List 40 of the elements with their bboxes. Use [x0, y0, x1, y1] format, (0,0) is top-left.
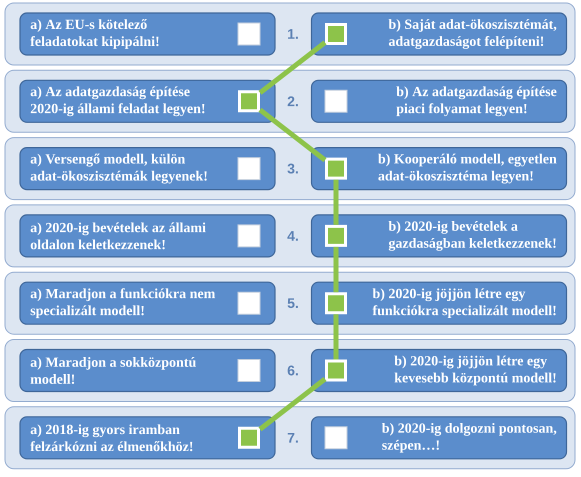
- option-box: a) Az adatgazdaság építése 2020-ig állami feladat legyen!: [19, 80, 276, 123]
- checked-checkbox: [325, 158, 347, 180]
- connector-line: [334, 314, 338, 360]
- checked-checkbox: [238, 426, 260, 449]
- checkbox: [238, 157, 260, 180]
- connector-line: [334, 180, 338, 225]
- checkbox: [238, 224, 260, 248]
- step-number: 1.: [288, 29, 298, 39]
- checked-checkbox: [325, 23, 347, 45]
- checkbox: [238, 22, 260, 46]
- option-box: b) Az adatgazdaság építése piaci folyamat legyen!: [310, 80, 568, 123]
- step-number: 2.: [288, 96, 298, 106]
- checked-checkbox: [325, 224, 347, 247]
- checkbox: [238, 292, 260, 315]
- option-box: b) 2020-ig jöjjön létre egy funkciókra specializált modell!: [310, 282, 568, 325]
- checked-checkbox: [238, 90, 260, 112]
- checkbox: [324, 90, 348, 113]
- option-box: a) Maradjon a sokközpontú modell!: [19, 348, 276, 392]
- option-box: b) 2020-ig bevételek a gazdaságban keletkezzenek!: [310, 214, 568, 258]
- option-box: b) Saját adat-ökoszisztémát, adatgazdaságot felépíteni!: [310, 12, 568, 56]
- step-number: 3.: [288, 164, 298, 174]
- option-box: b) 2020-ig jöjjön létre egy kevesebb központú modell!: [310, 348, 568, 392]
- step-number: 4.: [287, 231, 298, 241]
- option-box: a) Maradjon a funkciókra nem specializált modell!: [19, 282, 276, 325]
- checkbox: [324, 426, 348, 450]
- step-number: 6.: [288, 366, 298, 376]
- checked-checkbox: [325, 360, 347, 382]
- checkbox: [238, 359, 260, 382]
- connector-line: [258, 377, 327, 432]
- step-number: 7.: [288, 432, 298, 443]
- option-box: a) Az EU-s kötelező feladatokat kipipálni!: [19, 12, 276, 56]
- option-box: a) Versengő modell, külön adat-ökoszisztémák legyenek!: [19, 147, 276, 190]
- option-box: b) 2020-ig dolgozni pontosan, szépen…!: [310, 416, 568, 460]
- checked-checkbox: [325, 292, 347, 314]
- connector-line: [334, 246, 338, 292]
- option-box: b) Kooperáló modell, egyetlen adat-ökoszisztéma legyen!: [310, 147, 568, 190]
- step-number: 5.: [288, 298, 298, 308]
- option-box: a) 2018-ig gyors iramban felzárkózni az élmenőkhöz!: [19, 416, 276, 460]
- option-box: a) 2020-ig bevételek az állami oldalon keletkezzenek!: [19, 214, 276, 258]
- connector-line: [258, 108, 327, 162]
